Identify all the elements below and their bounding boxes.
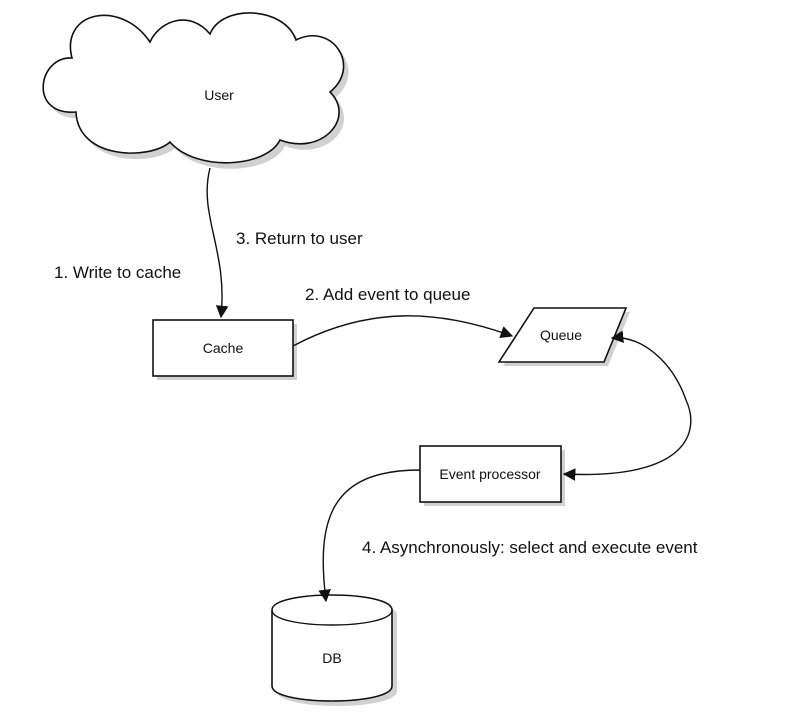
edge-label-write-to-cache: 1. Write to cache: [54, 263, 181, 282]
processor-queue-arrow: [562, 330, 692, 481]
cache-box: [152, 319, 294, 377]
user-cloud: [42, 12, 345, 164]
event-processor-box: [419, 445, 562, 503]
event-processor-label: Event processor: [439, 466, 540, 482]
cache-label: Cache: [203, 340, 244, 356]
edge-label-add-event-to-queue: 2. Add event to queue: [305, 285, 470, 304]
db-cylinder-rim: [271, 609, 393, 626]
user-to-cache-arrow: [206, 167, 229, 319]
queue-label: Queue: [540, 327, 582, 343]
processor-to-db-arrow: [318, 469, 421, 603]
user-node: User: [42, 12, 349, 169]
cache-node: Cache: [152, 319, 297, 380]
queue-node: Queue: [497, 307, 630, 366]
db-cylinder-body: [271, 594, 393, 702]
event-processor-node: Event processor: [419, 445, 565, 506]
edge-label-async-execute: 4. Asynchronously: select and execute ev…: [362, 538, 698, 557]
cache-to-queue-arrow: [292, 315, 514, 347]
db-label: DB: [322, 650, 341, 666]
user-label: User: [204, 87, 234, 103]
db-node: DB: [271, 594, 397, 706]
edge-label-return-to-user: 3. Return to user: [236, 229, 363, 248]
